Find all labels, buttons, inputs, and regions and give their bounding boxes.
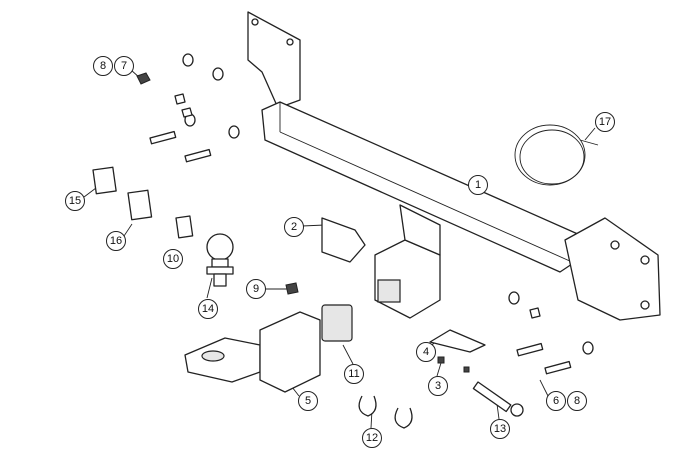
- callout-2: 2: [284, 217, 304, 237]
- callout-14: 14: [198, 299, 218, 319]
- callout-7: 7: [114, 56, 134, 76]
- callout-8-lower: 8: [567, 391, 587, 411]
- callout-3: 3: [428, 376, 448, 396]
- callout-6: 6: [546, 391, 566, 411]
- hardware: [136, 53, 594, 375]
- wiring-coil: [514, 124, 599, 186]
- callout-15: 15: [65, 191, 85, 211]
- hitch-pin: [472, 381, 524, 417]
- callout-17: 17: [595, 112, 615, 132]
- label-16: [127, 189, 153, 221]
- callout-4: 4: [416, 342, 436, 362]
- bracket-4: [429, 329, 486, 353]
- callout-13: 13: [490, 419, 510, 439]
- callout-5: 5: [298, 391, 318, 411]
- callout-8: 8: [93, 56, 113, 76]
- callout-9: 9: [246, 279, 266, 299]
- clip: [463, 366, 470, 373]
- towbar-crossbar: [247, 11, 661, 321]
- ball-mount: [184, 311, 321, 393]
- label-10: [175, 215, 194, 239]
- callout-11: 11: [344, 364, 364, 384]
- shackles: [358, 395, 413, 429]
- callout-16: 16: [106, 231, 126, 251]
- callout-12: 12: [362, 428, 382, 448]
- bracket-2: [321, 217, 366, 263]
- callout-10: 10: [163, 249, 183, 269]
- label-15: [92, 166, 117, 195]
- callout-1: 1: [468, 175, 488, 195]
- towball: [206, 233, 234, 287]
- clip-3: [437, 356, 445, 364]
- hitch-cover: [321, 304, 353, 342]
